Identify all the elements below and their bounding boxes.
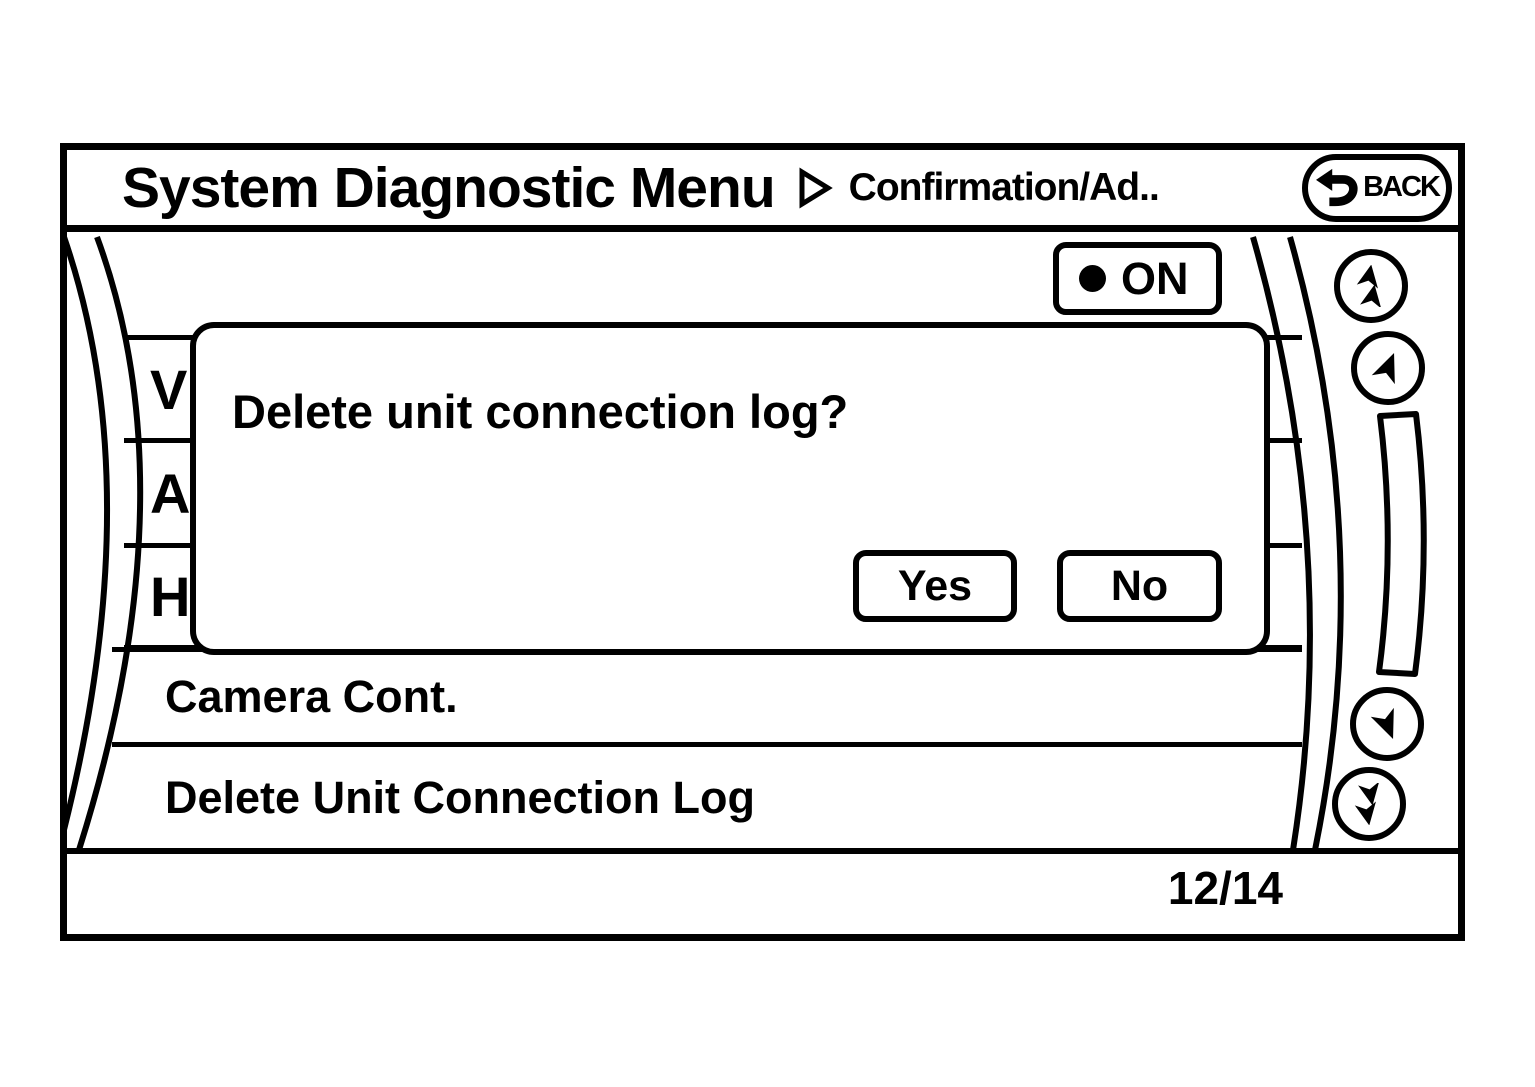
scroll-fast-down-button[interactable] (1332, 767, 1406, 841)
list-item-label: A (150, 461, 191, 525)
dart-down-icon (1368, 705, 1406, 743)
no-button[interactable]: No (1057, 550, 1222, 622)
yes-button[interactable]: Yes (853, 550, 1017, 622)
content-area: V A H Camera Cont. Delete Unit Connectio… (67, 232, 1458, 848)
double-dart-up-icon (1350, 265, 1392, 307)
scroll-fast-up-button[interactable] (1334, 249, 1408, 323)
page-indicator: 12/14 (1167, 861, 1283, 914)
list-item-camera-cont[interactable]: Camera Cont. (112, 647, 1302, 747)
list-item-label: H (150, 565, 191, 628)
list-item-label: Delete Unit Connection Log (165, 771, 755, 823)
list-item-label: Camera Cont. (165, 671, 458, 722)
yes-button-label: Yes (897, 561, 973, 610)
list-item-delete-unit-connection-log[interactable]: Delete Unit Connection Log (112, 747, 1302, 848)
status-bar: 12/14 (67, 848, 1458, 921)
dialog-message: Delete unit connection log? (232, 385, 849, 438)
on-indicator-dot-icon (1079, 265, 1106, 292)
title-bar: System Diagnostic Menu Confirmation/Ad..… (67, 150, 1458, 232)
scroll-down-button[interactable] (1350, 687, 1424, 761)
back-button-label: BACK (1363, 171, 1441, 203)
breadcrumb-current: Confirmation/Ad.. (848, 165, 1160, 209)
page-title: System Diagnostic Menu (122, 155, 776, 220)
diagnostic-screen: System Diagnostic Menu Confirmation/Ad..… (60, 143, 1465, 941)
confirmation-dialog: Delete unit connection log? Yes No (190, 322, 1270, 655)
on-toggle-button[interactable]: ON (1053, 242, 1222, 315)
menu-list-visible: Camera Cont. Delete Unit Connection Log (112, 647, 1302, 848)
breadcrumb-triangle-icon (797, 167, 833, 209)
scrollbar-track[interactable] (1372, 410, 1442, 682)
back-button[interactable]: BACK (1302, 153, 1452, 222)
list-item-label: V (150, 357, 188, 421)
double-dart-down-icon (1348, 783, 1390, 825)
dart-up-icon (1369, 349, 1407, 387)
return-arrow-icon (1315, 167, 1359, 209)
scroll-up-button[interactable] (1351, 331, 1425, 405)
left-outer-curve (67, 236, 110, 831)
no-button-label: No (1110, 561, 1169, 610)
on-toggle-label: ON (1121, 252, 1189, 304)
